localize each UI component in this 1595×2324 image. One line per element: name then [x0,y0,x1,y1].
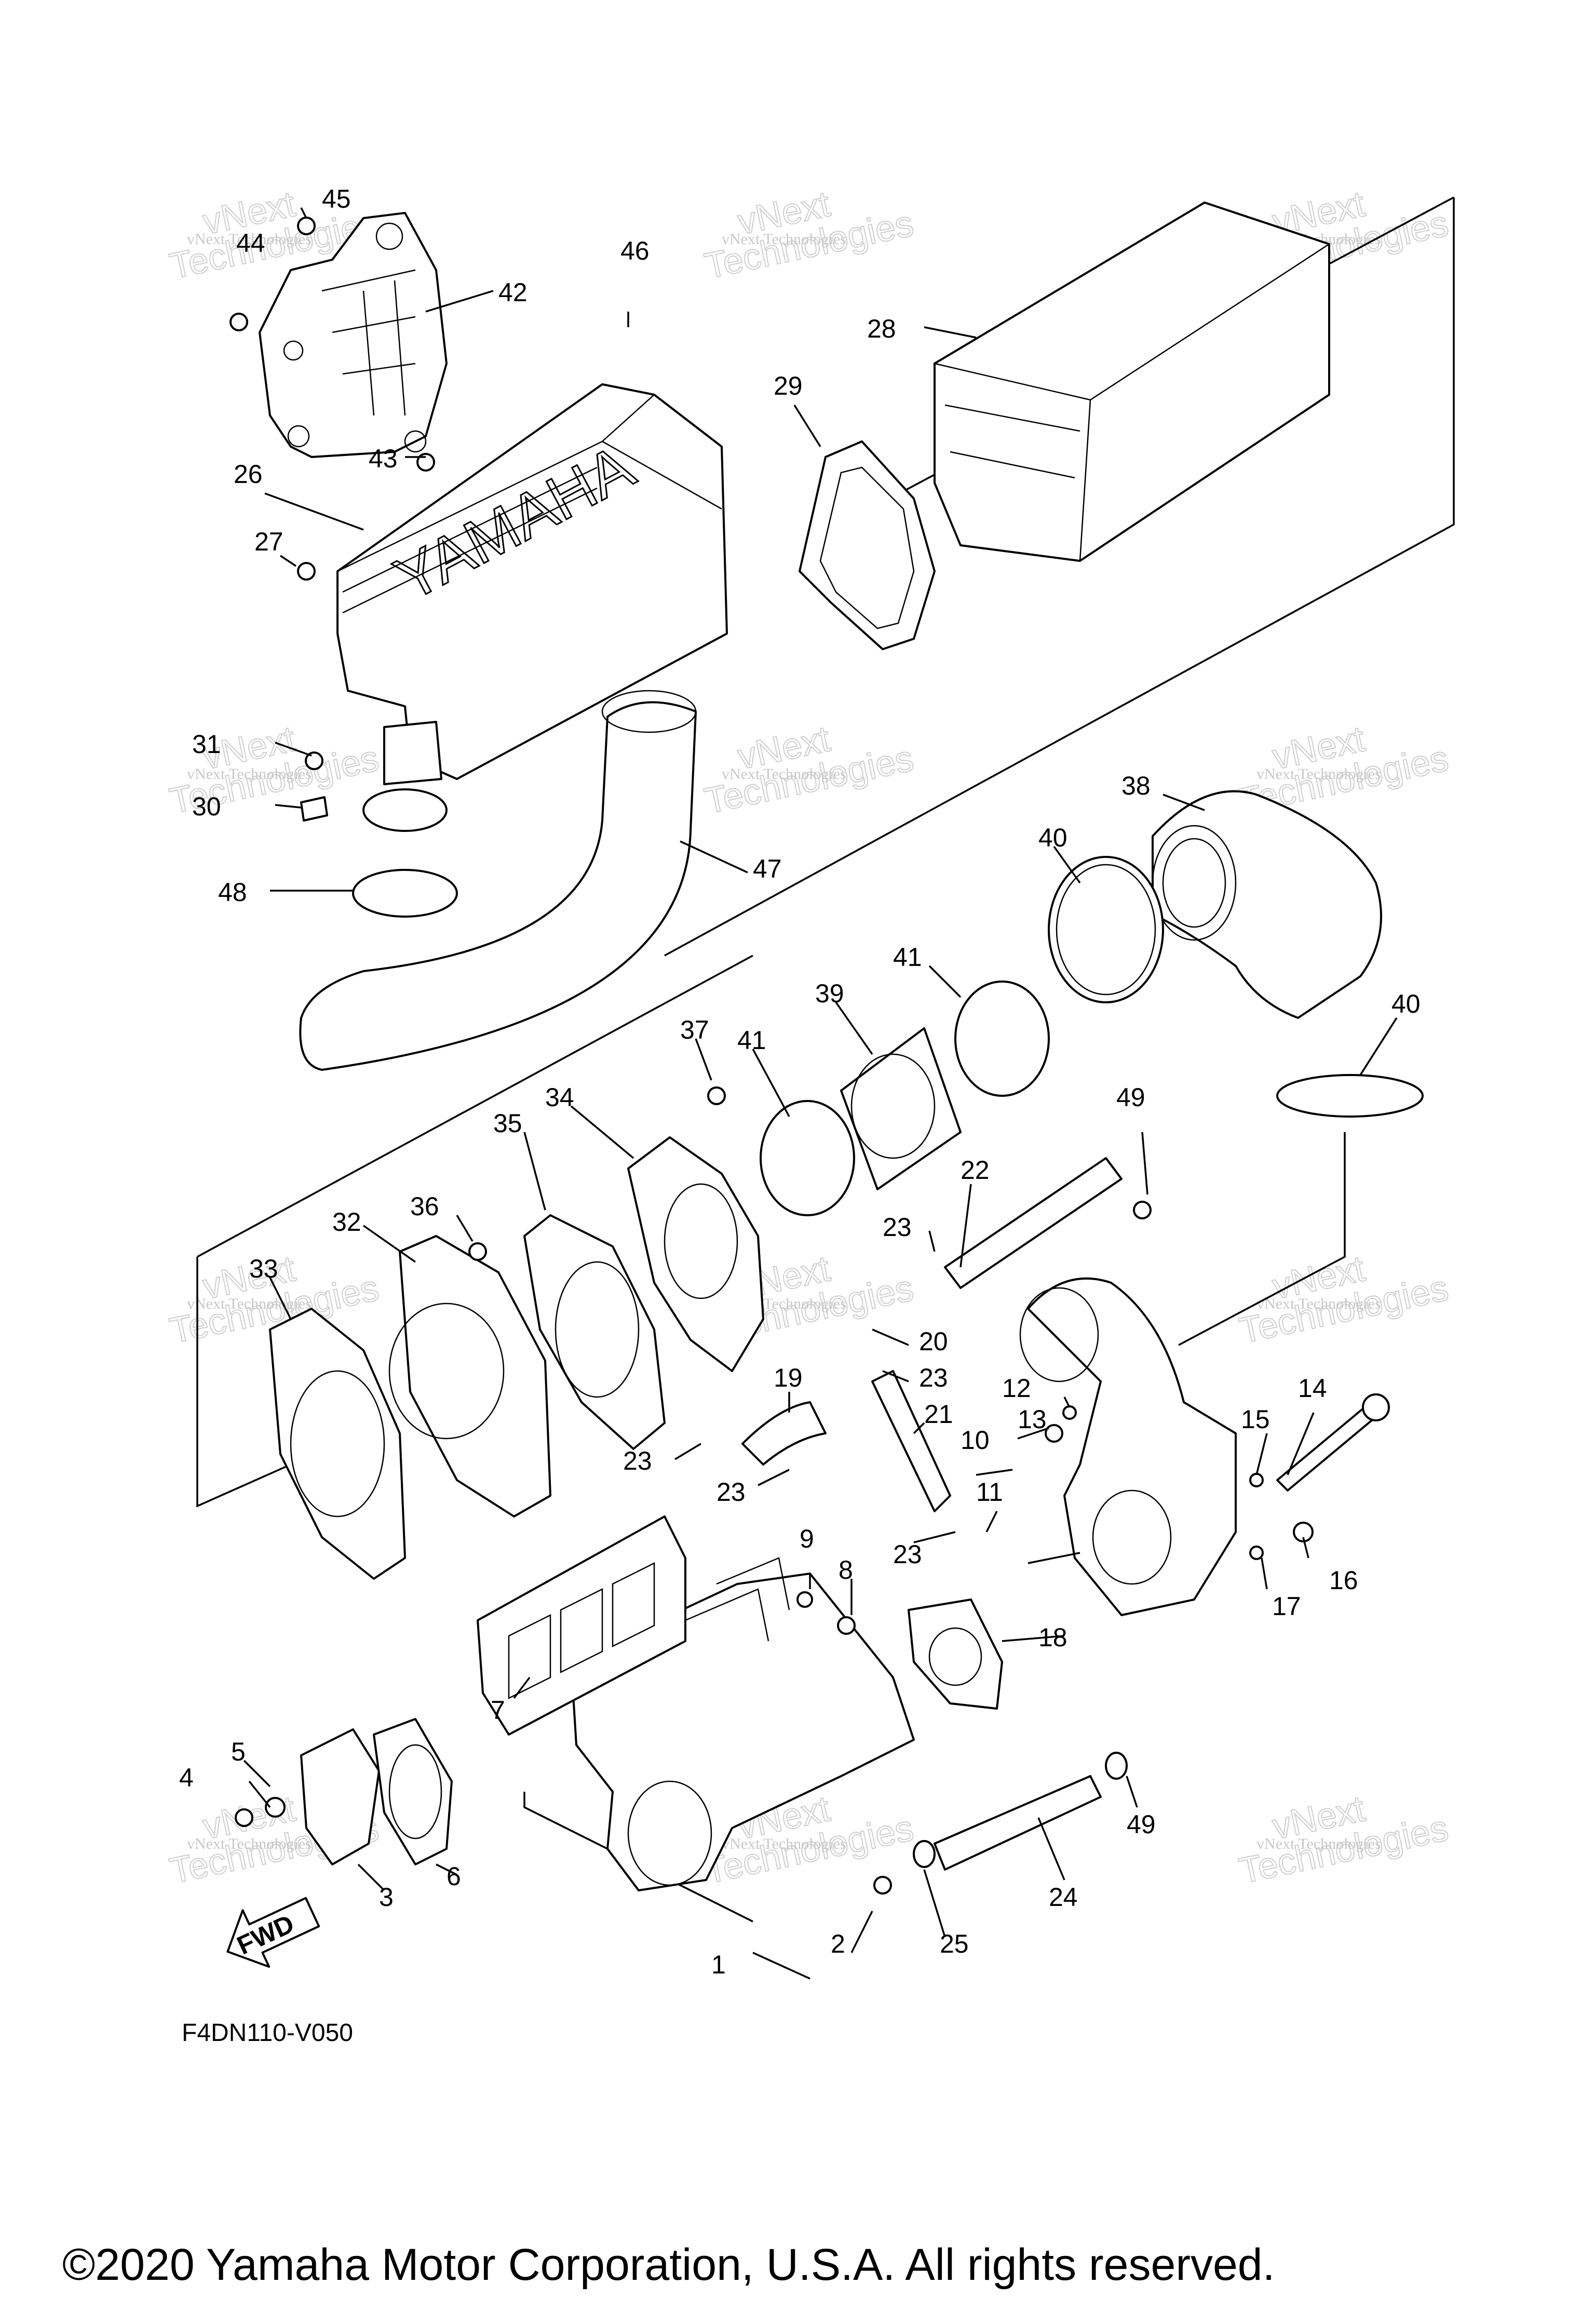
svg-text:vNext Technologies: vNext Technologies [1256,765,1381,783]
gasket-part [477,1515,686,1736]
callout-38: 38 [1121,771,1151,800]
callout-23: 23 [919,1363,948,1392]
callout-44: 44 [236,229,265,258]
watermark: vNext Technologies vNext Technologies [1235,1788,1452,1892]
forward-direction-arrow: FWD [226,1897,320,1968]
callout-26: 26 [234,460,263,489]
callout-18: 18 [1038,1623,1067,1652]
callout-6: 6 [447,1862,461,1891]
callout-1: 1 [711,1950,726,1979]
callout-27: 27 [254,527,283,556]
svg-text:vNext Technologies: vNext Technologies [722,1835,846,1852]
callout-40: 40 [1038,823,1067,852]
callout-15: 15 [1241,1405,1270,1434]
gasket-part [523,1214,666,1450]
svg-text:vNext Technologies: vNext Technologies [1256,1295,1381,1312]
callout-21: 21 [924,1400,953,1429]
callout-42: 42 [498,278,528,307]
callout-7: 7 [491,1696,505,1725]
copyright-footer: ©2020 Yamaha Motor Corporation, U.S.A. A… [62,2240,1275,2290]
gasket-part [269,1308,406,1580]
callout-28: 28 [867,314,896,343]
elbow-part [1152,790,1382,1019]
svg-text:vNext Technologies: vNext Technologies [722,231,846,248]
callout-34: 34 [545,1083,574,1112]
callout-24: 24 [1049,1883,1078,1912]
watermark: vNext Technologies vNext Technologies [700,718,917,822]
callout-25: 25 [940,1929,969,1958]
gasket-part [799,440,936,650]
callout-39: 39 [815,979,844,1008]
callout-36: 36 [410,1192,439,1221]
watermark: vNext Technologies vNext Technologies [700,183,917,287]
callout-43: 43 [369,444,398,473]
callout-16: 16 [1329,1566,1358,1595]
svg-text:vNext Technologies: vNext Technologies [1256,1835,1381,1852]
callout-49: 49 [1127,1810,1156,1839]
pipe-part [944,1157,1123,1289]
svg-text:vNext Technologies: vNext Technologies [187,765,312,783]
callout-23: 23 [893,1540,922,1569]
callout-22: 22 [961,1156,990,1185]
callout-40: 40 [1391,989,1421,1018]
callout-31: 31 [192,730,221,759]
housing-part [627,1136,764,1372]
callout-20: 20 [919,1327,948,1356]
callouts: 1 2 3 4 5 6 7 8 9 10 11 12 13 14 15 16 1… [179,184,1421,1979]
callout-35: 35 [493,1109,522,1138]
callout-19: 19 [774,1363,803,1392]
watermark: vNext Technologies vNext Technologies [1235,1247,1452,1352]
callout-23: 23 [717,1477,746,1507]
callout-30: 30 [192,792,221,821]
callout-23: 23 [883,1213,912,1242]
callout-8: 8 [839,1555,853,1584]
diagram-code: F4DN110-V050 [182,2019,353,2047]
callout-4: 4 [179,1763,194,1792]
svg-text:vNext Technologies: vNext Technologies [187,1295,312,1312]
callout-41: 41 [737,1026,766,1055]
callout-12: 12 [1002,1374,1031,1403]
callout-13: 13 [1018,1405,1047,1434]
gasket-part [373,1718,453,1865]
callout-41: 41 [893,943,922,972]
svg-text:vNext Technologies: vNext Technologies [722,765,846,783]
callout-47: 47 [753,854,782,883]
callout-3: 3 [379,1883,394,1912]
manifold-elbow-part [1027,1277,1237,1616]
svg-text:vNext Technologies: vNext Technologies [187,1835,312,1852]
callout-2: 2 [831,1929,845,1958]
pipe-part [299,701,697,1071]
gasket-part [908,1598,1003,1710]
callout-29: 29 [774,371,803,400]
cover-plate-part [300,1728,380,1865]
svg-text:vNext Technologies: vNext Technologies [187,231,312,248]
flange-part [399,1235,551,1517]
callout-37: 37 [680,1015,709,1044]
callout-48: 48 [218,878,247,907]
callout-49: 49 [1116,1083,1145,1112]
silencer-box-part [934,201,1330,562]
callout-23: 23 [623,1446,652,1475]
callout-33: 33 [249,1254,278,1283]
callout-5: 5 [231,1737,246,1766]
callout-17: 17 [1272,1592,1301,1621]
callout-46: 46 [620,236,650,265]
callout-11: 11 [976,1477,1003,1507]
leader-lines [243,207,1398,1980]
muffler-part [336,383,728,780]
callout-45: 45 [322,184,351,213]
hose-part [934,1775,1102,1871]
callout-10: 10 [961,1426,990,1455]
part-drawings: YAMAHA [229,201,1424,1895]
callout-14: 14 [1298,1374,1327,1403]
callout-32: 32 [332,1207,361,1237]
callout-9: 9 [800,1524,814,1553]
